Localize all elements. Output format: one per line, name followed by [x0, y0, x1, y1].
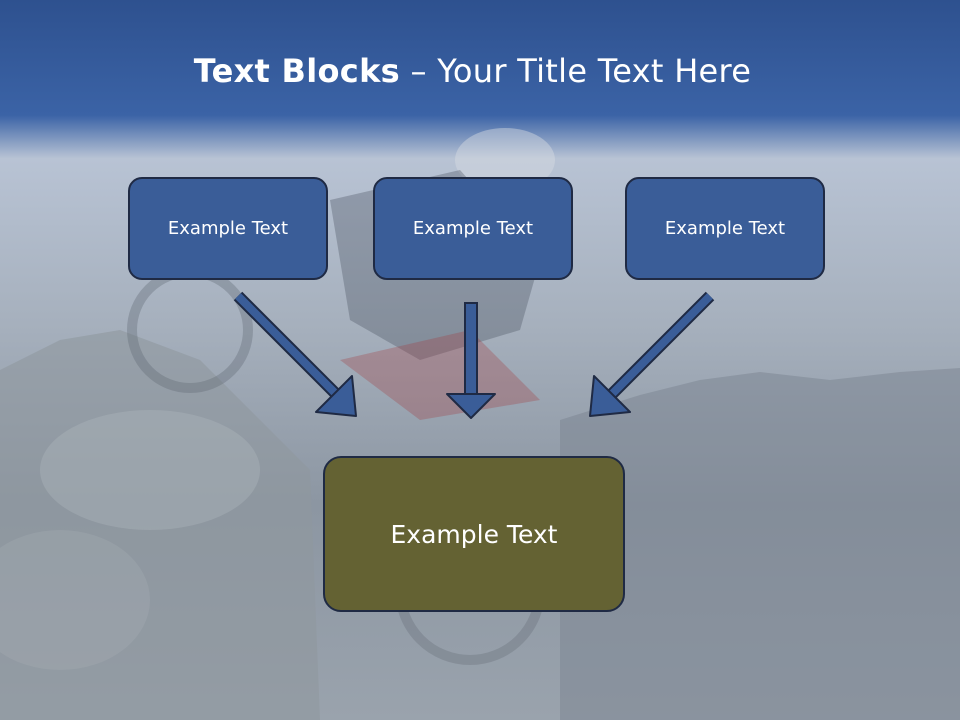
text-block-3[interactable]: Example Text	[625, 177, 825, 280]
text-block-2[interactable]: Example Text	[373, 177, 573, 280]
slide-title: Text Blocks – Your Title Text Here	[0, 52, 945, 90]
text-block-2-label: Example Text	[412, 218, 534, 239]
text-block-1[interactable]: Example Text	[128, 177, 328, 280]
mountain-range	[560, 368, 960, 720]
target-block[interactable]: Example Text	[323, 456, 625, 612]
arrow-center	[446, 302, 496, 419]
title-dash: –	[400, 52, 438, 90]
target-block-label: Example Text	[390, 519, 558, 549]
rock-highlight	[0, 530, 150, 670]
rocky-slope	[0, 330, 320, 720]
rider-helmet	[455, 128, 555, 192]
arrow-right	[589, 291, 715, 417]
text-block-1-label: Example Text	[167, 218, 289, 239]
title-rest: Your Title Text Here	[437, 52, 752, 90]
rock-highlight	[40, 410, 260, 530]
arrow-left	[233, 291, 357, 417]
title-bold: Text Blocks	[193, 52, 401, 90]
text-block-3-label: Example Text	[664, 218, 786, 239]
